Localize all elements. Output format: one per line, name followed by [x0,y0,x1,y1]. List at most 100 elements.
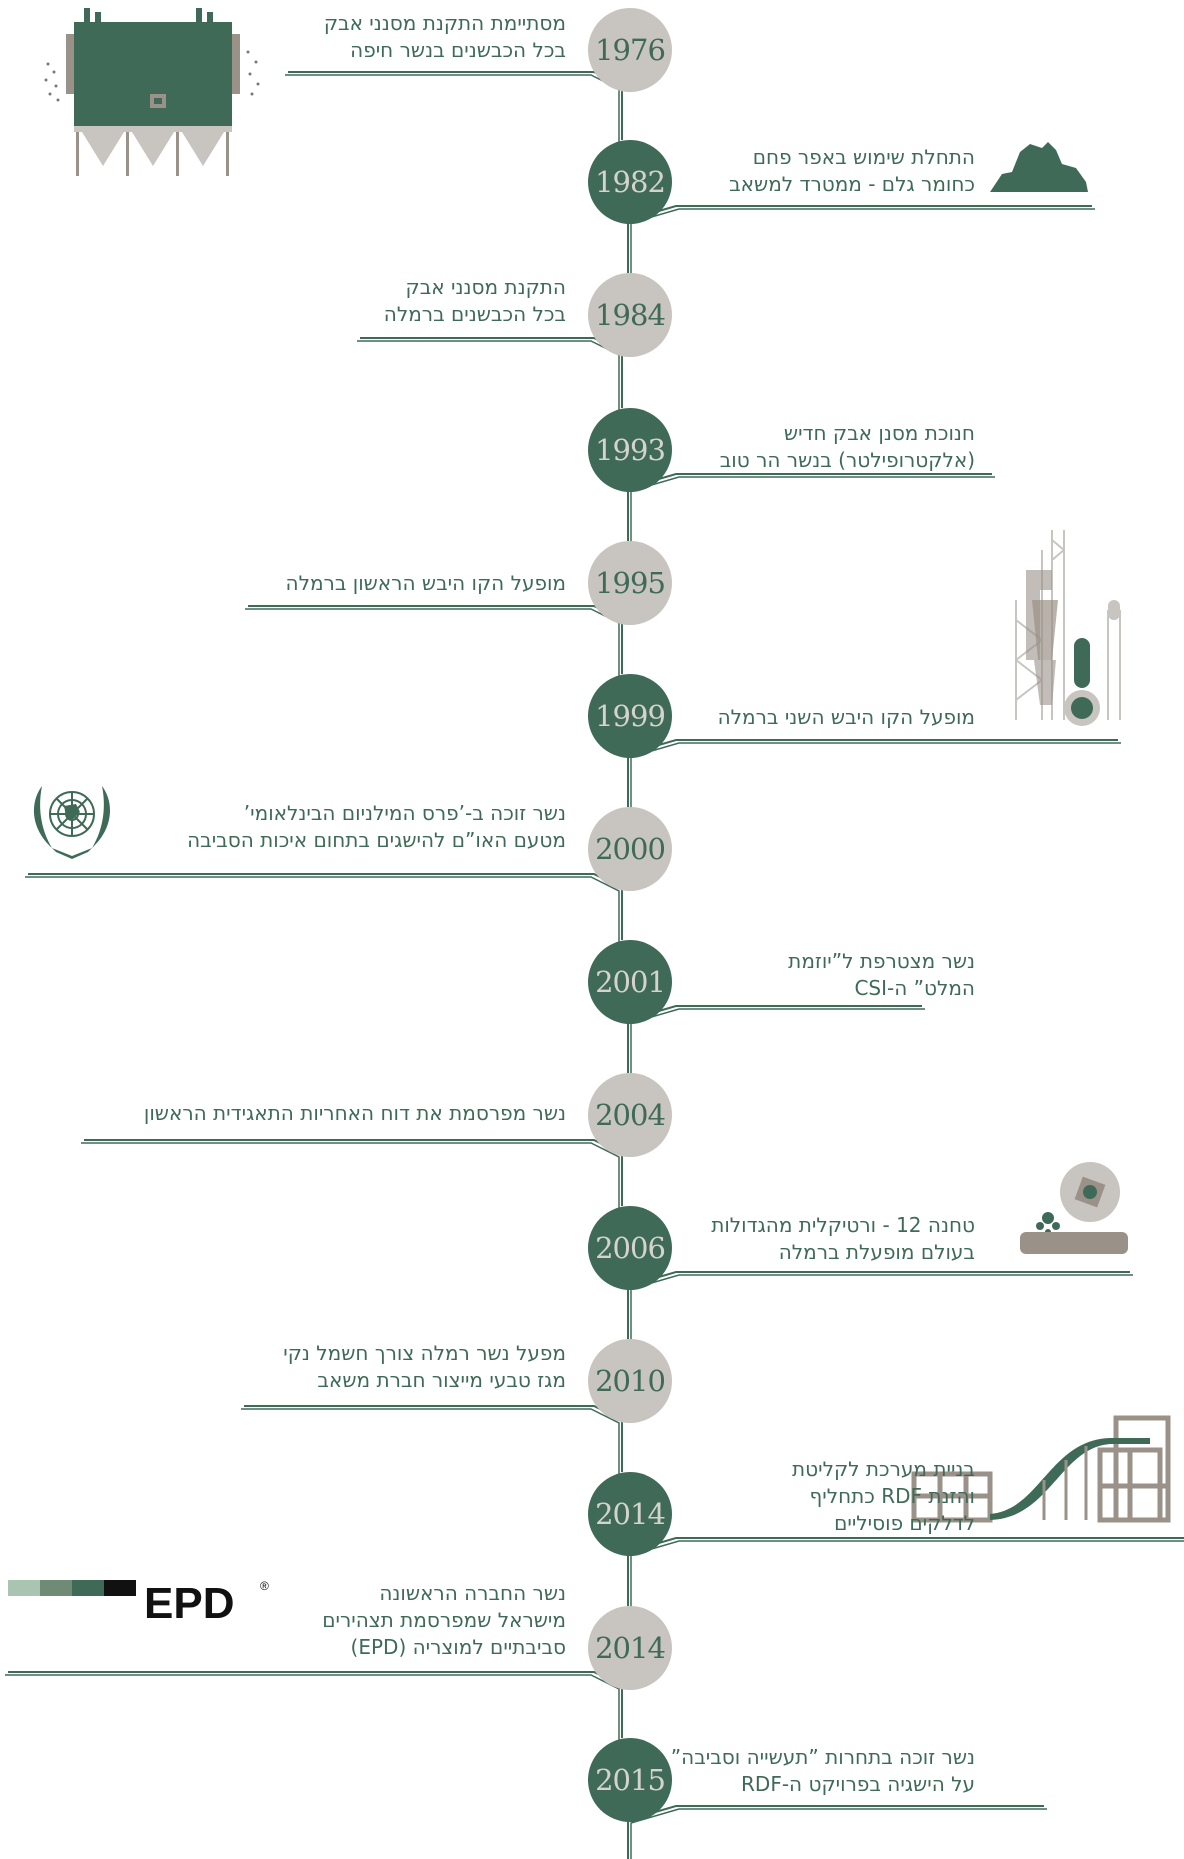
event-line: טחנה 12 - ורטיקלית מהגדולות [711,1213,975,1237]
event-description: מפעל נשר רמלה צורך חשמל נקי מגז טבעי מייצ… [283,1340,566,1394]
event-connector [627,1005,925,1076]
event-connector [5,1671,623,1741]
connector-line [630,1808,1047,1859]
connector-line [630,208,1095,276]
event-connector [245,605,623,677]
event-connector [627,1537,1184,1609]
event-line: כחומר גלם - ממטרד למשאב [729,172,975,196]
connector-line [5,1674,620,1741]
event-line: מופעל הקו היבש הראשון ברמלה [285,571,566,595]
epd-logo-text: EPD [144,1579,234,1628]
event-connector [25,873,623,943]
year-badge: 1993 [588,408,672,492]
event-description: נשר זוכה בתחרות ”תעשייה וסביבה”על הישגיה… [671,1744,975,1798]
year-badge: 1982 [588,140,672,224]
connector-line [627,205,1092,273]
year-badge: 2014 [588,1606,672,1690]
coal-ash-pile-icon [990,142,1088,192]
dust-filter-factory-icon [44,8,260,176]
event-line: מופעל הקו היבש השני ברמלה [717,705,975,729]
year-badge: 1984 [588,273,672,357]
event-line: סביבתיים למוצריה (EPD) [350,1635,566,1659]
event-line: בכל הכבשנים בנשר חיפה [350,38,566,62]
event-line: (אלקטרופילטר) בנשר הר טוב [719,448,975,472]
rdf-conveyor-icon [911,1415,1171,1523]
event-line: מישראל שמפרסמת תצהירים [322,1608,566,1632]
event-connector [81,1139,623,1209]
year-badge: 1995 [588,541,672,625]
cement-plant-tower-icon [1015,530,1121,726]
event-connector [627,1805,1047,1859]
event-connector [627,739,1121,810]
event-description: נשר מצטרפת ל”יוזמת המלט” ה-CSI [788,948,975,1002]
connector-line [248,605,623,674]
connector-line [627,1005,922,1073]
year-badge: 2001 [588,940,672,1024]
event-line: והזנת RDF כתחליף [809,1484,975,1508]
year-badge: 2004 [588,1073,672,1157]
event-line: נשר מצטרפת ל”יוזמת [788,949,975,973]
event-description: נשר מפרסמת את דוח האחריות התאגידית הראשו… [144,1100,566,1127]
event-description: נשר זוכה ב-’פרס המילניום הבינלאומי’ מטעם … [187,800,566,854]
year-badge: 1999 [588,674,672,758]
event-line: המלט” ה-CSI [854,976,975,1000]
connector-line [28,873,623,940]
event-description: חנוכת מסנן אבק חדיש (אלקטרופילטר) בנשר הר… [720,420,975,474]
epd-logo: EPD ® [8,1579,269,1628]
connector-line [630,1008,925,1076]
event-line: לדלקים פוסיליים [834,1511,975,1535]
event-connector [241,1405,623,1475]
connector-line [288,71,623,140]
event-connector [357,337,623,411]
event-description: מופעל הקו היבש השני ברמלה [718,704,975,731]
event-line: נשר מפרסמת את דוח האחריות התאגידית הראשו… [143,1101,566,1125]
event-line: מפעל נשר רמלה צורך חשמל נקי [283,1341,566,1365]
event-connector [627,205,1095,276]
event-description: טחנה 12 - ורטיקלית מהגדולות בעולם מופעלת … [711,1212,975,1266]
year-badge: 2006 [588,1206,672,1290]
connector-line [357,340,620,411]
event-line: חנוכת מסנן אבק חדיש [783,421,975,445]
connector-line [627,473,992,541]
event-line: נשר החברה הראשונה [379,1581,566,1605]
event-line: מסתיימת התקנת מסנני אבק [323,11,566,35]
connector-line [630,476,995,544]
connector-line [630,742,1121,810]
vertical-mill-icon [1020,1162,1128,1254]
connector-line [630,1540,1184,1609]
event-line: על הישגיה בפרויקט ה-RDF [741,1772,975,1796]
connector-line [630,1274,1133,1342]
event-line: בעולם מופעלת ברמלה [778,1240,975,1264]
event-line: בכל הכבשנים ברמלה [383,302,566,326]
year-badge: 1976 [588,8,672,92]
epd-registered-mark: ® [260,1579,269,1593]
event-connector [627,1271,1133,1342]
connector-line [25,876,620,943]
event-description: בניית מערכת לקליטת והזנת RDF כתחליף לדלקים… [792,1456,975,1537]
event-line: מגז טבעי מייצור חברת משאב [317,1368,566,1392]
connector-line [81,1142,620,1209]
connector-line [627,1805,1044,1859]
connector-line [285,74,620,143]
event-connector [627,473,995,544]
year-badge: 2015 [588,1738,672,1822]
year-badge: 2010 [588,1339,672,1423]
connector-line [8,1671,623,1738]
event-description: מופעל הקו היבש הראשון ברמלה [286,570,566,597]
connector-line [245,608,620,677]
connector-line [627,1271,1130,1339]
year-badge: 2014 [588,1472,672,1556]
event-line: מטעם האו”ם להישגים בתחום איכות הסביבה [187,828,566,852]
event-line: נשר זוכה ב-’פרס המילניום הבינלאומי’ [243,801,566,825]
un-emblem-icon [33,786,111,859]
event-line: בניית מערכת לקליטת [792,1457,975,1481]
connector-line [360,337,623,408]
event-description: מסתיימת התקנת מסנני אבק בכל הכבשנים בנשר … [324,10,566,64]
event-description: התקנת מסנני אבק בכל הכבשנים ברמלה [384,274,566,328]
connector-line [627,1537,1184,1606]
connector-line [627,739,1118,807]
event-description: נשר החברה הראשונה מישראל שמפרסמת תצהירים ס… [322,1580,566,1661]
event-line: התקנת מסנני אבק [405,275,566,299]
